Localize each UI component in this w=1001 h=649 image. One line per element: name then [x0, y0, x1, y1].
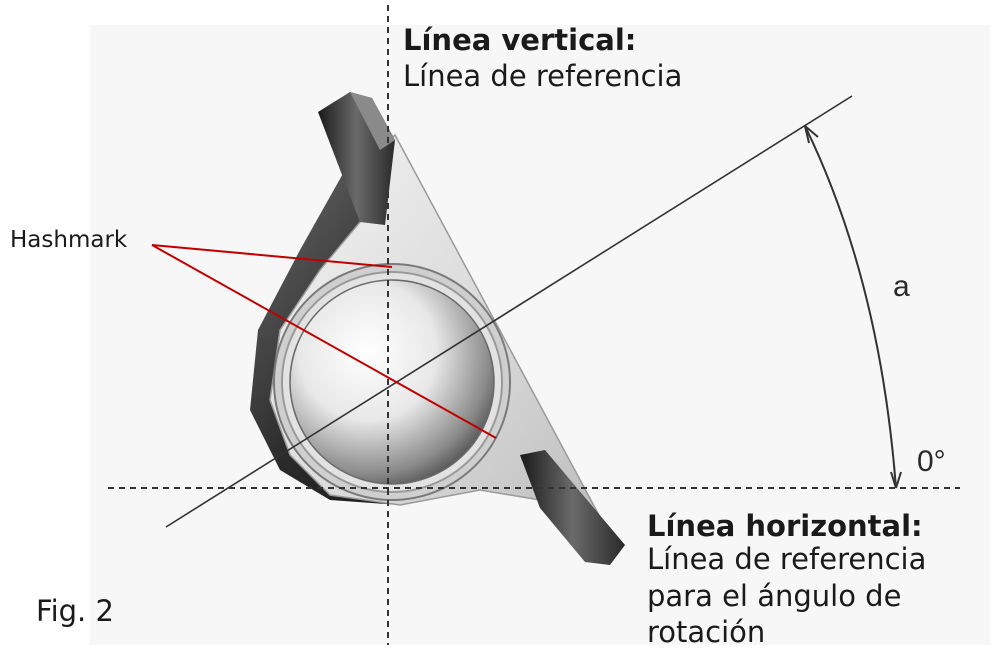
arc-arrowhead-bottom [890, 471, 902, 489]
hashmark-leaders [151, 244, 497, 439]
horizontal-line-description-1: Línea de referencia [647, 542, 927, 576]
horizontal-line-description-3: rotación [647, 615, 766, 649]
rotation-axis-line [165, 95, 853, 528]
image-background [90, 25, 990, 645]
figure-caption: Fig. 2 [36, 594, 114, 628]
angle-arc [804, 125, 902, 489]
bearing-housing [250, 92, 625, 565]
angle-label: a [893, 270, 910, 303]
vertical-line-title: Línea vertical: [403, 23, 637, 57]
horizontal-line-description-2: para el ángulo de [647, 579, 902, 613]
arc-arrowhead-top [804, 125, 819, 144]
hashmark-leader-top [151, 244, 393, 268]
bottom-mounting-tab [520, 450, 625, 565]
zero-degree-label: 0° [917, 445, 946, 478]
hashmark-leader-bottom [151, 244, 497, 439]
horizontal-line-title: Línea horizontal: [647, 509, 923, 543]
bearing-insert [289, 279, 495, 485]
vertical-line-description: Línea de referencia [403, 59, 683, 93]
top-tab-edge [350, 92, 395, 150]
hashmark-label: Hashmark [10, 227, 128, 253]
